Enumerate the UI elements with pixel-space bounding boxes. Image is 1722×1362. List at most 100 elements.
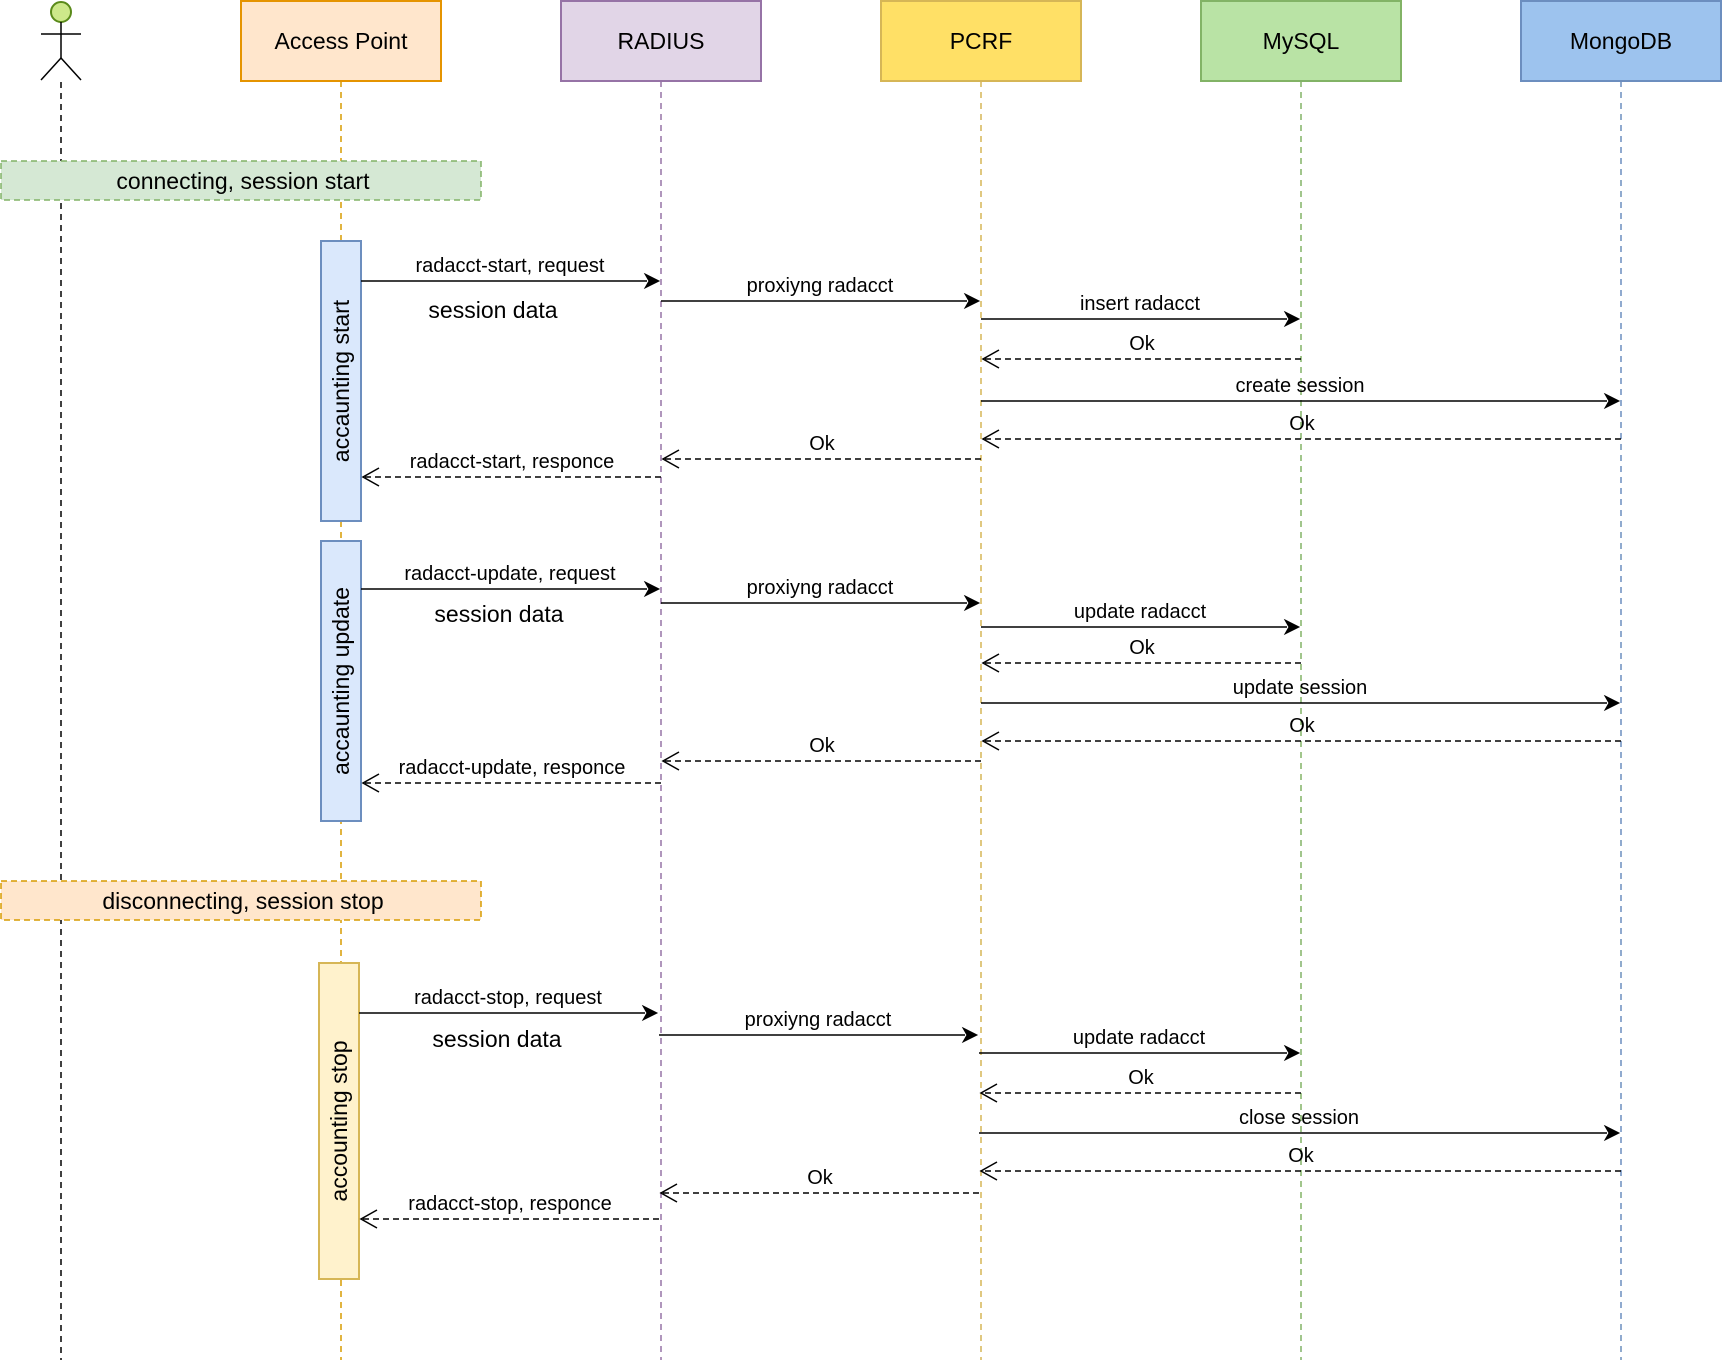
message-24-radius-to-ap: radacct-stop, responce [359,1193,659,1229]
open-arrowhead-icon [979,1083,998,1103]
filled-arrowhead-icon [1603,392,1621,410]
message-label: update radacct [1073,1027,1206,1049]
participant-mysql: MySQL [1200,0,1402,82]
message-16-radius-to-ap: radacct-update, responce [361,757,661,793]
open-arrowhead-icon [981,429,1000,449]
participant-box-pcrf [880,0,1082,82]
message-4-mysql-to-pcrf: Ok [981,333,1301,369]
section-connecting: connecting, session start [0,160,482,201]
message-label: Ok [1129,333,1156,355]
open-arrowhead-icon [361,773,380,793]
message-label: proxiyng radacct [747,577,894,599]
message-5-pcrf-to-mongodb: create session [981,375,1621,410]
participant-label-ap: Access Point [275,28,409,54]
filled-arrowhead-icon [1283,618,1301,636]
message-20-mysql-to-pcrf: Ok [979,1067,1301,1103]
message-22-mongodb-to-pcrf: Ok [979,1145,1621,1181]
message-7-pcrf-to-radius: Ok [661,433,981,469]
participant-box-mongodb [1520,0,1722,82]
message-10-radius-to-pcrf: proxiyng radacct [661,577,981,612]
message-17-ap-to-radius: radacct-stop, request [359,987,659,1022]
activation-start: accaunting start [320,240,362,522]
message-13-pcrf-to-mongodb: update session [981,677,1621,712]
participant-label-radius: RADIUS [618,28,705,54]
participant-label-mysql: MySQL [1263,28,1340,54]
message-8-radius-to-ap: radacct-start, responce [361,451,661,487]
message-label: Ok [809,735,836,757]
open-arrowhead-icon [979,1161,998,1181]
participant-radius: RADIUS [560,0,762,82]
message-label: create session [1236,375,1365,397]
section-disconnecting: disconnecting, session stop [0,880,482,921]
participant-pcrf: PCRF [880,0,1082,82]
message-6-mongodb-to-pcrf: Ok [981,413,1621,449]
message-23-pcrf-to-radius: Ok [659,1167,979,1203]
message-label: proxiyng radacct [745,1009,892,1031]
open-arrowhead-icon [659,1183,678,1203]
message-9-ap-to-radius: radacct-update, request [361,563,661,598]
message-label: radacct-update, request [404,563,616,585]
filled-arrowhead-icon [643,580,661,598]
actor-stick-figure-icon [40,1,82,81]
message-15-pcrf-to-radius: Ok [661,735,981,771]
message-label: insert radacct [1080,293,1200,315]
filled-arrowhead-icon [963,594,981,612]
participant-mongodb: MongoDB [1520,0,1722,82]
message-label: radacct-stop, request [414,987,602,1009]
filled-arrowhead-icon [963,292,981,310]
note-session-data: session data [428,297,557,323]
message-label: proxiyng radacct [747,275,894,297]
section-disconnecting-label: disconnecting, session stop [102,888,383,914]
participant-box-ap [240,0,442,82]
message-label: Ok [809,433,836,455]
open-arrowhead-icon [981,653,1000,673]
filled-arrowhead-icon [1283,1044,1301,1062]
participant-box-mysql [1200,0,1402,82]
note-session-data: session data [432,1026,561,1052]
open-arrowhead-icon [661,449,680,469]
open-arrowhead-icon [981,731,1000,751]
activation-start-label: accaunting start [328,299,354,462]
open-arrowhead-icon [661,751,680,771]
open-arrowhead-icon [361,467,380,487]
message-14-mongodb-to-pcrf: Ok [981,715,1621,751]
message-label: Ok [1289,413,1316,435]
participant-ap: Access Point [240,0,442,82]
message-label: Ok [1288,1145,1315,1167]
open-arrowhead-icon [359,1209,378,1229]
filled-arrowhead-icon [1603,1124,1621,1142]
message-label: close session [1239,1107,1359,1129]
message-label: radacct-start, responce [410,451,615,473]
participant-label-mongodb: MongoDB [1570,28,1672,54]
message-3-pcrf-to-mysql: insert radacct [981,293,1301,328]
message-label: radacct-update, responce [399,757,626,779]
filled-arrowhead-icon [1603,694,1621,712]
message-1-ap-to-radius: radacct-start, request [361,255,661,290]
message-label: Ok [1128,1067,1155,1089]
message-2-radius-to-pcrf: proxiyng radacct [661,275,981,310]
activation-update-label: accaunting update [328,587,354,775]
message-label: Ok [1289,715,1316,737]
message-19-pcrf-to-mysql: update radacct [979,1027,1301,1062]
filled-arrowhead-icon [1283,310,1301,328]
message-label: Ok [807,1167,834,1189]
activation-stop-label: accounting stop [326,1040,352,1201]
message-label: radacct-stop, responce [408,1193,611,1215]
message-label: update radacct [1074,601,1207,623]
participant-box-radius [560,0,762,82]
activation-stop: accounting stop [318,962,360,1280]
message-label: radacct-start, request [416,255,605,277]
open-arrowhead-icon [981,349,1000,369]
message-11-pcrf-to-mysql: update radacct [981,601,1301,636]
activation-update: accaunting update [320,540,362,822]
message-label: Ok [1129,637,1156,659]
message-12-mysql-to-pcrf: Ok [981,637,1301,673]
message-21-pcrf-to-mongodb: close session [979,1107,1621,1142]
message-18-radius-to-pcrf: proxiyng radacct [659,1009,979,1044]
filled-arrowhead-icon [961,1026,979,1044]
note-session-data: session data [434,601,563,627]
message-label: update session [1233,677,1368,699]
participant-label-pcrf: PCRF [950,28,1013,54]
filled-arrowhead-icon [641,1004,659,1022]
